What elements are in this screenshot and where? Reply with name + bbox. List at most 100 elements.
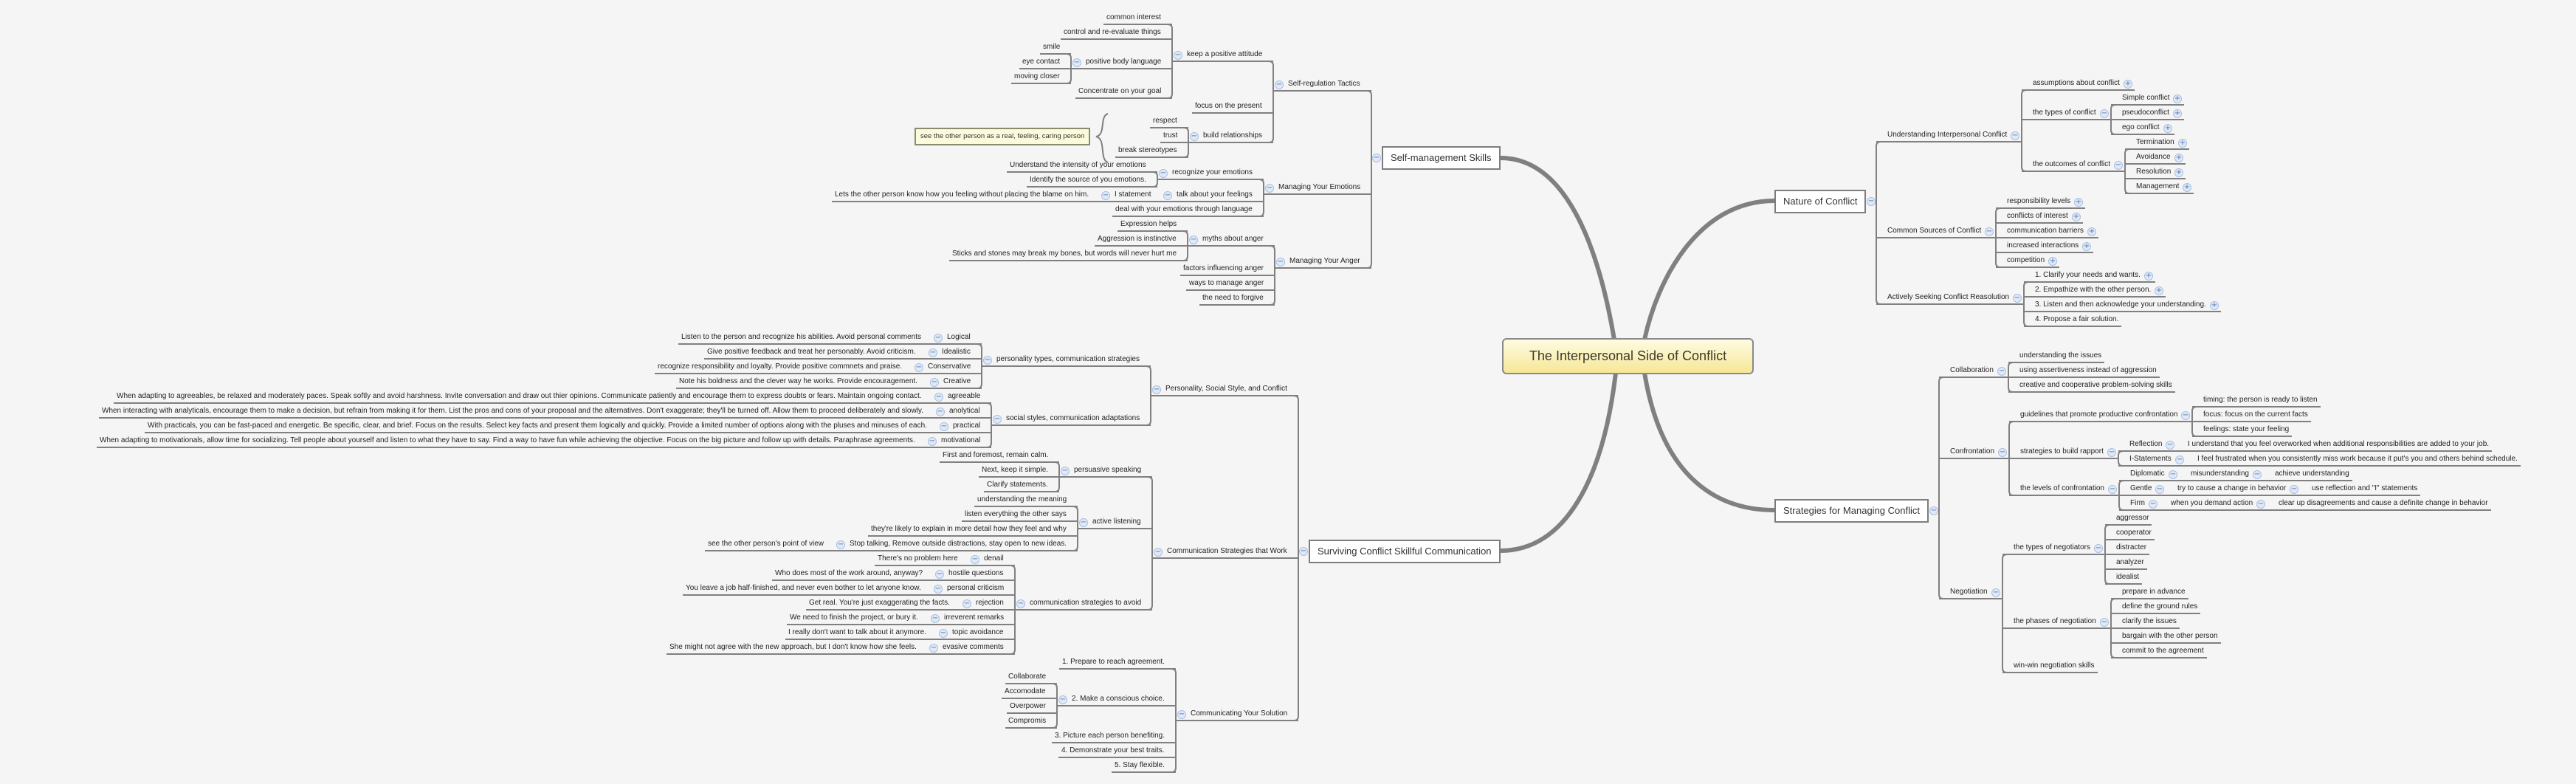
expand-icon[interactable]: + [2210, 301, 2219, 310]
topic-node[interactable]: Understanding Interpersonal Conflict [1887, 131, 2008, 139]
topic-node[interactable]: Concentrate on your goal [1078, 87, 1162, 95]
collapse-icon[interactable]: − [1929, 506, 1938, 515]
topic-node[interactable]: personal criticism [947, 584, 1005, 592]
collapse-icon[interactable]: − [1190, 132, 1199, 141]
expand-icon[interactable]: + [2144, 272, 2153, 281]
topic-node[interactable]: 3. Picture each person benefiting. [1055, 732, 1165, 740]
topic-node[interactable]: break stereotypes [1118, 146, 1177, 154]
topic-node[interactable]: With practicals, you can be fast-paced a… [148, 422, 927, 430]
topic-node[interactable]: Clarify statements. [987, 481, 1048, 489]
topic-node[interactable]: cooperator [2116, 529, 2152, 537]
topic-node[interactable]: Identify the source of you emotions. [1030, 176, 1146, 184]
topic-node[interactable]: Collaboration [1950, 366, 1994, 374]
topic-node[interactable]: You leave a job half-finished, and never… [686, 584, 921, 592]
topic-node[interactable]: 4. Demonstrate your best traits. [1061, 746, 1165, 754]
summary-callout[interactable]: see the other person as a real, feeling,… [915, 128, 1091, 145]
topic-node[interactable]: common interest [1106, 13, 1161, 21]
expand-icon[interactable]: + [2178, 139, 2187, 148]
collapse-icon[interactable]: − [2100, 618, 2109, 627]
collapse-icon[interactable]: − [2166, 441, 2174, 450]
topic-node[interactable]: assumptions about conflict [2033, 79, 2120, 87]
topic-node[interactable]: I statement [1115, 190, 1151, 199]
collapse-icon[interactable]: − [915, 363, 923, 372]
collapse-icon[interactable]: − [2181, 411, 2190, 420]
topic-node[interactable]: competition [2007, 256, 2045, 264]
topic-node[interactable]: evasive comments [943, 643, 1004, 651]
collapse-icon[interactable]: − [2149, 500, 2157, 509]
topic-node[interactable]: timing: the person is ready to listen [2203, 396, 2318, 404]
topic-node[interactable]: Managing Your Anger [1289, 257, 1360, 265]
topic-node[interactable]: bargain with the other person [2122, 632, 2218, 640]
topic-node[interactable]: define the ground rules [2122, 602, 2198, 611]
topic-node[interactable]: Resolution [2136, 168, 2172, 176]
topic-node[interactable]: Managing Your Emotions [1278, 183, 1361, 191]
collapse-icon[interactable]: − [2114, 161, 2123, 170]
collapse-icon[interactable]: − [2155, 485, 2164, 494]
topic-node[interactable]: ego conflict [2122, 123, 2160, 131]
topic-node[interactable]: trust [1163, 131, 1178, 140]
topic-node[interactable]: feelings: state your feeling [2203, 425, 2290, 433]
topic-node[interactable]: There's no problem here [878, 554, 958, 563]
topic-node[interactable]: Note his boldness and the clever way he … [679, 377, 917, 385]
topic-node[interactable]: anolytical [949, 407, 980, 415]
collapse-icon[interactable]: − [1985, 227, 1994, 236]
topic-node[interactable]: strategies to build rapport [2020, 447, 2104, 455]
topic-node[interactable]: deal with your emotions through language [1115, 205, 1253, 213]
topic-node[interactable]: rejection [976, 599, 1004, 607]
topic-node[interactable]: I understand that you feel overworked wh… [2188, 440, 2490, 448]
topic-node[interactable]: communication barriers [2007, 227, 2084, 235]
topic-node[interactable]: Aggression is instinctive [1098, 235, 1177, 243]
topic-node[interactable]: motivational [941, 436, 981, 444]
collapse-icon[interactable]: − [983, 356, 992, 365]
topic-node[interactable]: Conservative [928, 362, 971, 371]
topic-node[interactable]: conflicts of interest [2007, 212, 2068, 220]
topic-node[interactable]: persuasive speaking [1074, 466, 1142, 474]
topic-node[interactable]: Get real. You're just exaggerating the f… [809, 599, 950, 607]
expand-icon[interactable]: + [2174, 168, 2183, 177]
topic-node[interactable]: keep a positive attitude [1187, 50, 1263, 58]
topic-node[interactable]: topic avoidance [952, 628, 1004, 636]
collapse-icon[interactable]: − [929, 348, 937, 357]
topic-node[interactable]: Actively Seeking Conflict Reasolution [1887, 293, 2010, 301]
collapse-icon[interactable]: − [1174, 51, 1182, 60]
topic-node[interactable]: Stop talking, Remove outside distraction… [850, 540, 1067, 548]
topic-node[interactable]: Simple conflict [2122, 94, 2170, 102]
topic-node[interactable]: misunderstanding [2191, 470, 2249, 478]
collapse-icon[interactable]: − [1991, 588, 2000, 597]
topic-node[interactable]: Understand the intensity of your emotion… [1010, 161, 1146, 169]
topic-node[interactable]: smile [1043, 43, 1061, 51]
topic-node[interactable]: control and re-evaluate things [1064, 28, 1161, 36]
topic-node[interactable]: recognize responsibility and loyalty. Pr… [658, 362, 903, 371]
expand-icon[interactable]: + [2183, 183, 2191, 192]
topic-node[interactable]: When adapting to motivationals, allow ti… [100, 436, 915, 444]
collapse-icon[interactable]: − [2108, 485, 2117, 494]
topic-node[interactable]: communication strategies to avoid [1030, 599, 1142, 607]
collapse-icon[interactable]: − [1101, 191, 1110, 200]
collapse-icon[interactable]: − [939, 629, 948, 638]
topic-node[interactable]: eye contact [1022, 58, 1061, 66]
collapse-icon[interactable]: − [928, 437, 937, 446]
topic-node[interactable]: Sticks and stones may break my bones, bu… [952, 250, 1177, 258]
collapse-icon[interactable]: − [2169, 470, 2177, 479]
topic-node[interactable]: idealist [2116, 573, 2140, 581]
collapse-icon[interactable]: − [1867, 197, 1876, 206]
topic-node[interactable]: We need to finish the project, or bury i… [790, 613, 918, 622]
topic-node[interactable]: 2. Empathize with the other person. [2035, 286, 2152, 294]
topic-node[interactable]: build relationships [1203, 131, 1263, 140]
collapse-icon[interactable]: − [1154, 548, 1163, 557]
topic-node[interactable]: talk about your feelings [1177, 190, 1253, 199]
topic-node[interactable]: try to cause a change in behavior [2177, 484, 2287, 492]
topic-node[interactable]: myths about anger [1202, 235, 1264, 243]
collapse-icon[interactable]: − [931, 614, 940, 623]
expand-icon[interactable]: + [2174, 154, 2183, 162]
topic-node[interactable]: social styles, communication adaptations [1006, 414, 1140, 422]
topic-node[interactable]: the need to forgive [1202, 294, 1264, 302]
collapse-icon[interactable]: − [993, 415, 1002, 424]
collapse-icon[interactable]: − [934, 393, 943, 402]
main-topic[interactable]: Nature of Conflict [1774, 190, 1867, 213]
collapse-icon[interactable]: − [2107, 448, 2116, 457]
topic-node[interactable]: denail [984, 554, 1004, 563]
topic-node[interactable]: Confrontation [1950, 447, 1995, 455]
collapse-icon[interactable]: − [971, 555, 979, 564]
topic-node[interactable]: distracter [2116, 543, 2147, 551]
